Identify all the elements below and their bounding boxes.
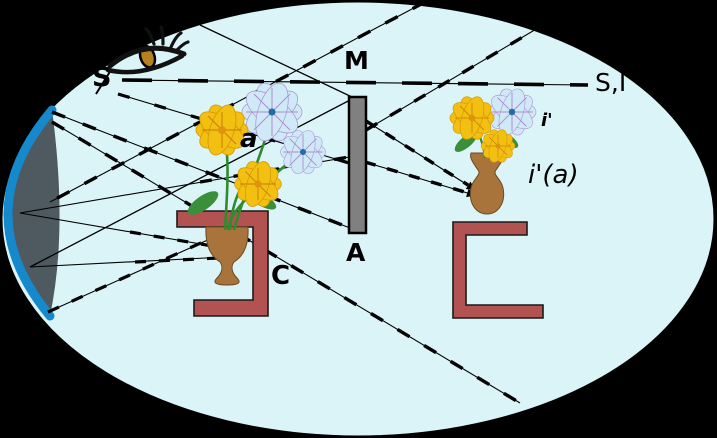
ray-vertex2-to-object — [29, 252, 227, 268]
ray-aperture-upright — [365, 23, 544, 132]
yellow-flower — [449, 96, 495, 140]
label-source: S — [92, 62, 112, 93]
left-vase — [205, 226, 249, 286]
eye-lower-lid — [105, 53, 185, 75]
blue-flower — [241, 82, 303, 142]
mirror-arc — [3, 105, 57, 321]
label-object: a — [240, 124, 258, 154]
observer-eye-icon — [105, 25, 190, 75]
yellow-flower — [195, 104, 249, 156]
s-label-slash — [95, 69, 112, 95]
ray-to-image-lower — [364, 160, 476, 198]
leaf — [187, 191, 219, 215]
yellow-flower — [480, 129, 516, 163]
label-source-image: S,I — [595, 68, 627, 97]
blue-flower — [487, 88, 537, 136]
blue-flower — [280, 130, 326, 174]
label-image: i'(a) — [528, 160, 579, 190]
ray-to-image-upper — [365, 119, 476, 190]
aperture-screen — [347, 95, 368, 235]
label-aperture: A — [346, 238, 366, 267]
label-mirror-plane: M — [344, 46, 369, 75]
eye-lashes — [144, 25, 190, 52]
right-bouquet — [449, 88, 537, 163]
concave-mirror — [3, 105, 60, 321]
left-bouquet — [187, 82, 326, 231]
ray-axis — [121, 78, 589, 87]
ray-top-to-mirror — [49, 0, 426, 204]
left-stand — [176, 210, 269, 317]
ray-long-diagonal — [51, 120, 521, 405]
yellow-flower — [234, 161, 282, 207]
ray-vertex2-to-corner — [29, 98, 353, 268]
ray-edge-to-aperture — [199, 24, 353, 98]
bottom-edge-mark — [512, 430, 560, 438]
label-container: C — [271, 261, 291, 291]
ray-vertex1-to-object — [19, 212, 226, 252]
ray-mirror-to-aperture — [51, 110, 351, 230]
right-stand — [452, 221, 544, 319]
right-vase — [469, 152, 505, 215]
label-image-mark: i' — [541, 110, 553, 131]
ray-mirrortip-to-object — [47, 232, 223, 314]
